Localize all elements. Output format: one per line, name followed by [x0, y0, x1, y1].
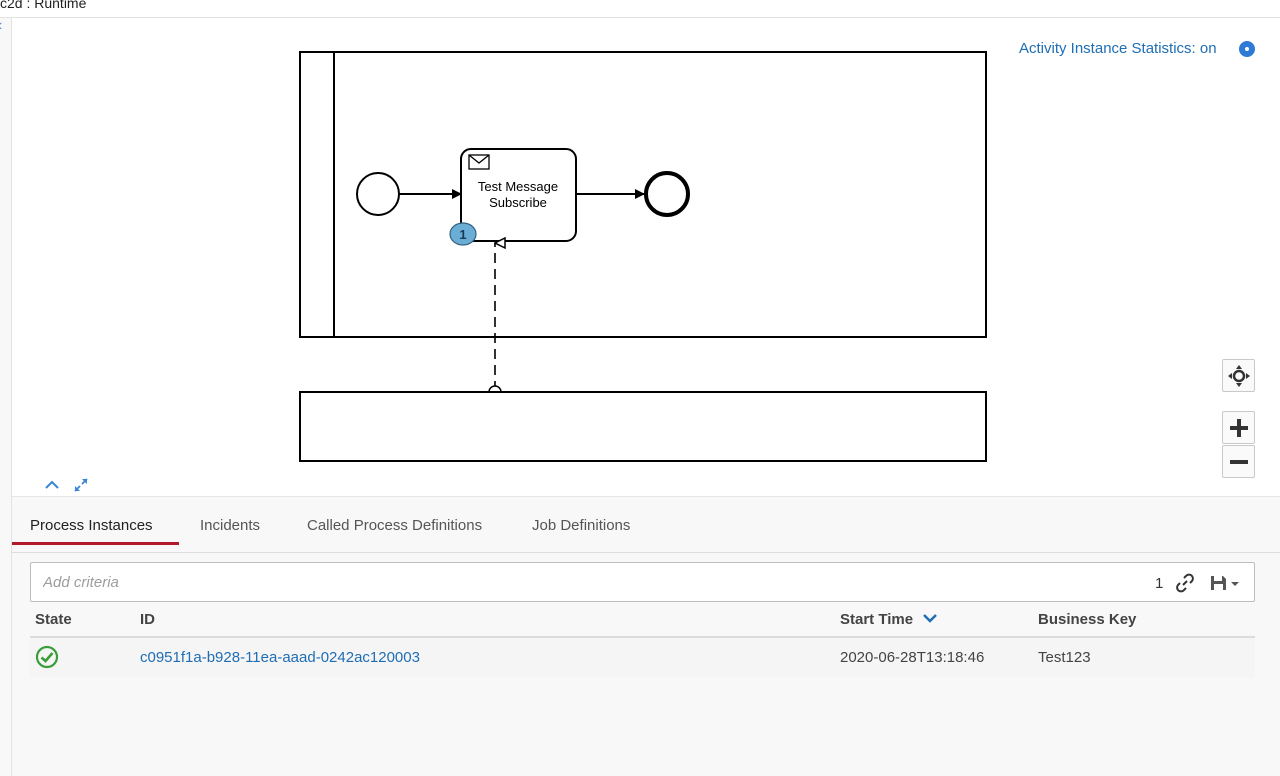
task-label-line2: Subscribe	[489, 195, 547, 210]
process-instance-business-key: Test123	[1038, 649, 1091, 666]
active-tab-indicator	[12, 542, 179, 545]
search-bar: 1	[30, 562, 1255, 602]
share-link-button[interactable]	[1175, 573, 1195, 593]
table-row	[30, 638, 1255, 678]
tab-called-process-definitions[interactable]: Called Process Definitions	[307, 517, 483, 534]
zoom-out-button[interactable]	[1222, 445, 1255, 478]
column-header-start-time[interactable]: Start Time	[840, 611, 914, 628]
left-divider	[11, 18, 12, 776]
process-instance-id-link[interactable]: c0951f1a-b928-11ea-aaad-0242ac120003	[140, 649, 420, 666]
minus-icon	[1229, 459, 1248, 464]
column-header-state[interactable]: State	[35, 611, 72, 628]
activity-instance-statistics-toggle[interactable]: Activity Instance Statistics: on	[1019, 40, 1217, 57]
search-criteria-input[interactable]	[43, 572, 1123, 592]
instance-count-badge-label: 1	[459, 227, 466, 242]
instance-count-badge[interactable]: 1	[449, 222, 477, 246]
tab-process-instances[interactable]: Process Instances	[30, 517, 153, 534]
process-instance-start-time: 2020-06-28T13:18:46	[840, 649, 985, 666]
reset-zoom-button[interactable]	[1222, 359, 1255, 392]
end-event[interactable]	[644, 171, 690, 217]
tabs-divider	[12, 552, 1280, 553]
bpmn-diagram-svg: Test Message Subscribe 1	[299, 51, 987, 462]
tab-job-definitions[interactable]: Job Definitions	[532, 517, 631, 534]
plus-icon	[1229, 418, 1248, 437]
envelope-icon	[468, 154, 490, 170]
bpmn-diagram-canvas[interactable]: Test Message Subscribe 1 Activity Instan…	[12, 18, 1280, 496]
zoom-in-button[interactable]	[1222, 411, 1255, 444]
fullscreen-diagram-button[interactable]	[70, 474, 92, 496]
save-search-button[interactable]	[1209, 573, 1245, 593]
table-header-divider	[30, 636, 1255, 638]
start-event[interactable]	[356, 172, 400, 216]
column-header-business-key[interactable]: Business Key	[1038, 611, 1137, 628]
statistics-on-icon[interactable]	[1239, 41, 1255, 57]
search-result-count: 1	[1155, 575, 1164, 592]
task-label-line1: Test Message	[478, 179, 558, 194]
expand-icon	[74, 478, 88, 492]
window-title-bar: c2d : Runtime	[0, 0, 1280, 18]
link-icon	[1176, 573, 1194, 593]
collapsed-participant-pool[interactable]	[299, 391, 987, 462]
tab-incidents[interactable]: Incidents	[200, 517, 261, 534]
floppy-icon	[1211, 576, 1239, 590]
collapse-diagram-button[interactable]	[41, 474, 63, 496]
sidebar-toggle-chevron-icon[interactable]: ‹	[0, 18, 7, 34]
chevron-up-icon	[45, 480, 59, 489]
sort-chevron-down-icon[interactable]	[922, 612, 938, 626]
window-title: c2d : Runtime	[0, 0, 87, 11]
detail-tabs: Process Instances Incidents Called Proce…	[12, 496, 1280, 553]
crosshair-icon	[1227, 364, 1250, 387]
column-header-id[interactable]: ID	[140, 611, 155, 628]
check-circle-icon	[35, 645, 59, 669]
